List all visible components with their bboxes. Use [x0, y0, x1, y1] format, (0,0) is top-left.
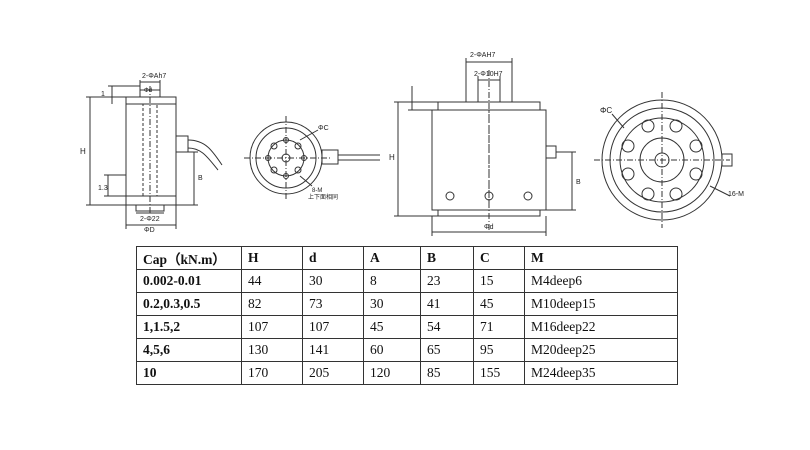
col-cap: Cap（kN.m）	[136, 246, 242, 270]
table-cell: 41	[420, 292, 474, 316]
small-top-bm-label: 8-M	[312, 188, 322, 194]
table-cell: 15	[473, 269, 525, 293]
small-B-label: B	[198, 175, 203, 182]
small-top-C-label: ΦC	[318, 125, 329, 132]
table-cell: 73	[302, 292, 364, 316]
large-connector	[545, 145, 557, 159]
small-top-note-label: 上下面相同	[308, 193, 338, 201]
table-row: 0.2,0.3,0.5 82 73 30 41 45 M10deep15	[136, 292, 678, 316]
table-cell: 170	[241, 361, 303, 385]
table-cell: 82	[241, 292, 303, 316]
table-cell: M24deep35	[524, 361, 678, 385]
small-body-outline	[125, 96, 177, 206]
table-cell: 54	[420, 315, 474, 339]
table-cell: 60	[363, 338, 421, 362]
small-D-label: ΦD	[144, 227, 155, 234]
table-cell: 44	[241, 269, 303, 293]
col-M: M	[524, 246, 678, 270]
technical-drawing: 2-ΦAh7 Φd H B 1 1.3 2-Φ22 ΦD ΦC 8-M 上下面相…	[80, 52, 744, 236]
table-cell: 205	[302, 361, 364, 385]
table-cell: 65	[420, 338, 474, 362]
side-view-large	[394, 58, 576, 236]
small-bottom-hole-label: 2-Φ22	[140, 216, 160, 223]
table-cell: M20deep25	[524, 338, 678, 362]
table-cell: 85	[420, 361, 474, 385]
col-B: B	[420, 246, 474, 270]
table-cell: 155	[473, 361, 525, 385]
table-cell: 0.2,0.3,0.5	[136, 292, 242, 316]
large-side-hole-left	[445, 191, 455, 201]
table-cell: 0.002-0.01	[136, 269, 242, 293]
table-row: 10 170 205 120 85 155 M24deep35	[136, 361, 678, 385]
table-cell: 141	[302, 338, 364, 362]
large-top-C-label: ΦC	[600, 106, 612, 115]
large-d-label: Φd	[484, 224, 494, 231]
table-row: 1,1.5,2 107 107 45 54 71 M16deep22	[136, 315, 678, 339]
table-cell: 4,5,6	[136, 338, 242, 362]
small-13-label: 1.3	[98, 185, 108, 192]
large-side-hole-right	[523, 191, 533, 201]
table-cell: 30	[363, 292, 421, 316]
table-cell: 45	[473, 292, 525, 316]
table-cell: 45	[363, 315, 421, 339]
table-cell: 130	[241, 338, 303, 362]
spec-table-header-row: Cap（kN.m） H d A B C M	[136, 246, 678, 270]
spec-table: Cap（kN.m） H d A B C M 0.002-0.01 44 30 8…	[136, 246, 678, 385]
large-H-label: H	[389, 153, 395, 162]
table-cell: 8	[363, 269, 421, 293]
small-top-hole-label: 2-ΦAh7	[142, 73, 166, 80]
table-row: 4,5,6 130 141 60 65 95 M20deep25	[136, 338, 678, 362]
table-cell: 107	[241, 315, 303, 339]
large-m7-label: 2-ΦAH7	[470, 52, 496, 59]
table-cell: 107	[302, 315, 364, 339]
top-view-large	[594, 92, 733, 228]
table-row: 0.002-0.01 44 30 8 23 15 M4deep6	[136, 269, 678, 293]
table-cell: 95	[473, 338, 525, 362]
table-cell: 120	[363, 361, 421, 385]
table-cell: 10	[136, 361, 242, 385]
large-side-hole-center	[484, 191, 494, 201]
side-view-small	[86, 80, 223, 229]
small-top-connector	[321, 149, 339, 165]
col-d: d	[302, 246, 364, 270]
col-H: H	[241, 246, 303, 270]
table-cell: M10deep15	[524, 292, 678, 316]
small-d-label: Φd	[144, 88, 152, 94]
col-A: A	[363, 246, 421, 270]
col-C: C	[473, 246, 525, 270]
table-cell: M4deep6	[524, 269, 678, 293]
table-cell: 1,1.5,2	[136, 315, 242, 339]
small-H-label: H	[80, 147, 86, 156]
large-B-label: B	[576, 179, 581, 186]
top-view-small	[244, 116, 380, 200]
small-connector	[175, 135, 189, 153]
large-h7-label: 2-Φ10H7	[474, 71, 503, 78]
table-cell: M16deep22	[524, 315, 678, 339]
table-cell: 71	[473, 315, 525, 339]
table-cell: 23	[420, 269, 474, 293]
small-cable	[187, 139, 223, 166]
large-top-M-label: 16-M	[728, 191, 744, 198]
large-top-connector	[721, 153, 733, 167]
small-1-label: 1	[101, 91, 105, 98]
table-cell: 30	[302, 269, 364, 293]
